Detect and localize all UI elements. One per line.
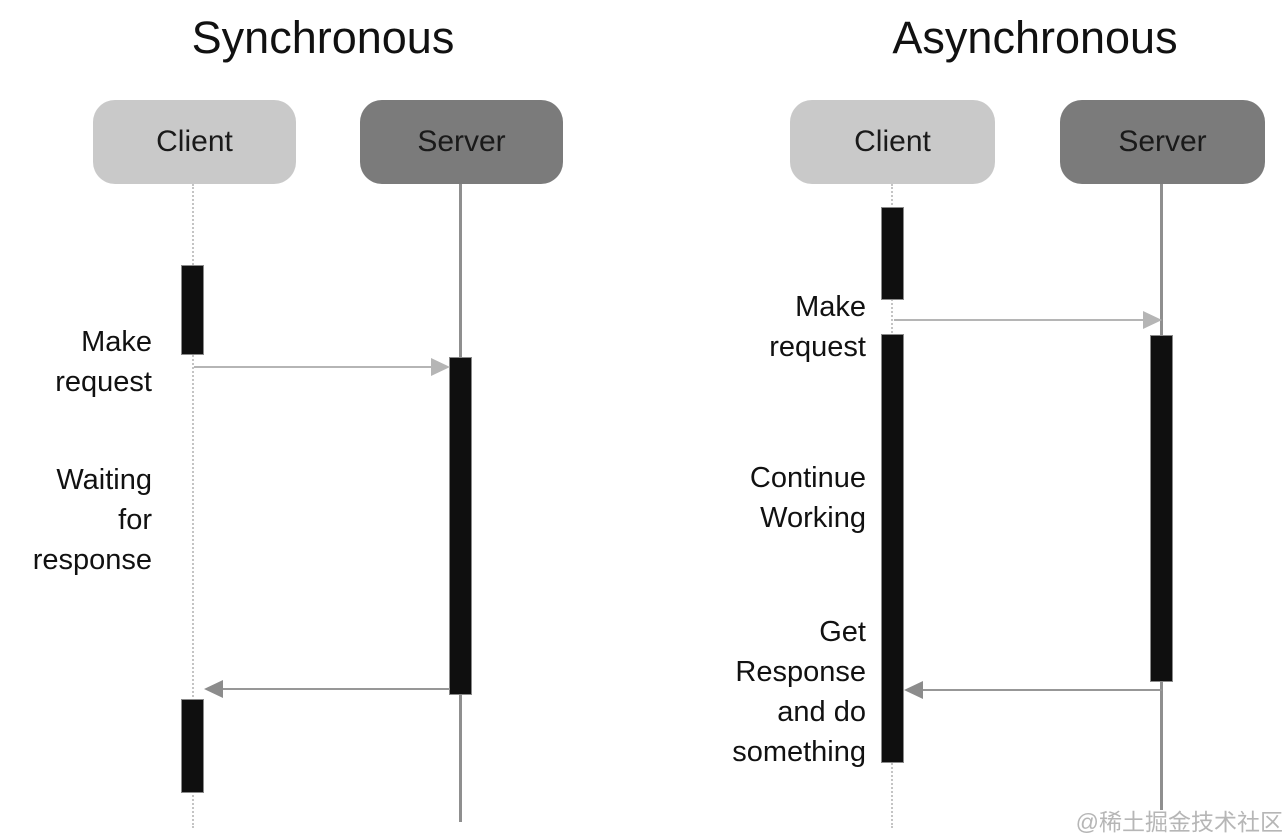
sync-return-arrowhead [204, 680, 223, 698]
sync-server-label: Server [417, 125, 506, 158]
sync-return-arrow-line [222, 688, 450, 690]
async-continue-working-label: Continue Working [749, 462, 866, 534]
async-return-arrow-line [922, 689, 1162, 691]
sync-request-arrowhead [431, 358, 450, 376]
async-client-label: Client [854, 125, 931, 158]
sync-title: Synchronous [191, 12, 455, 63]
sync-request-arrow-line [194, 366, 432, 368]
sync-client-activation-2 [181, 699, 204, 793]
async-make-request-label: Make request [769, 291, 866, 363]
async-return-arrowhead [904, 681, 923, 699]
watermark: @稀土掘金技术社区 [1075, 809, 1283, 834]
async-title: Asynchronous [892, 12, 1178, 63]
async-client-activation-2 [881, 334, 904, 763]
sync-make-request-label: Make request [55, 326, 152, 398]
async-server-box: Server [1060, 100, 1265, 184]
sync-client-lifeline [192, 184, 194, 828]
async-server-label: Server [1118, 125, 1207, 158]
async-request-arrow-line [894, 319, 1144, 321]
sync-server-activation [449, 357, 472, 695]
sync-client-box: Client [93, 100, 296, 184]
async-get-response-label: Get Response and do something [732, 616, 866, 768]
async-request-arrowhead [1143, 311, 1162, 329]
sync-waiting-label: Waiting for response [32, 464, 152, 576]
sync-server-box: Server [360, 100, 563, 184]
async-client-activation-1 [881, 207, 904, 300]
sync-client-label: Client [156, 125, 233, 158]
sync-client-activation-1 [181, 265, 204, 355]
async-client-box: Client [790, 100, 995, 184]
async-server-activation [1150, 335, 1173, 682]
